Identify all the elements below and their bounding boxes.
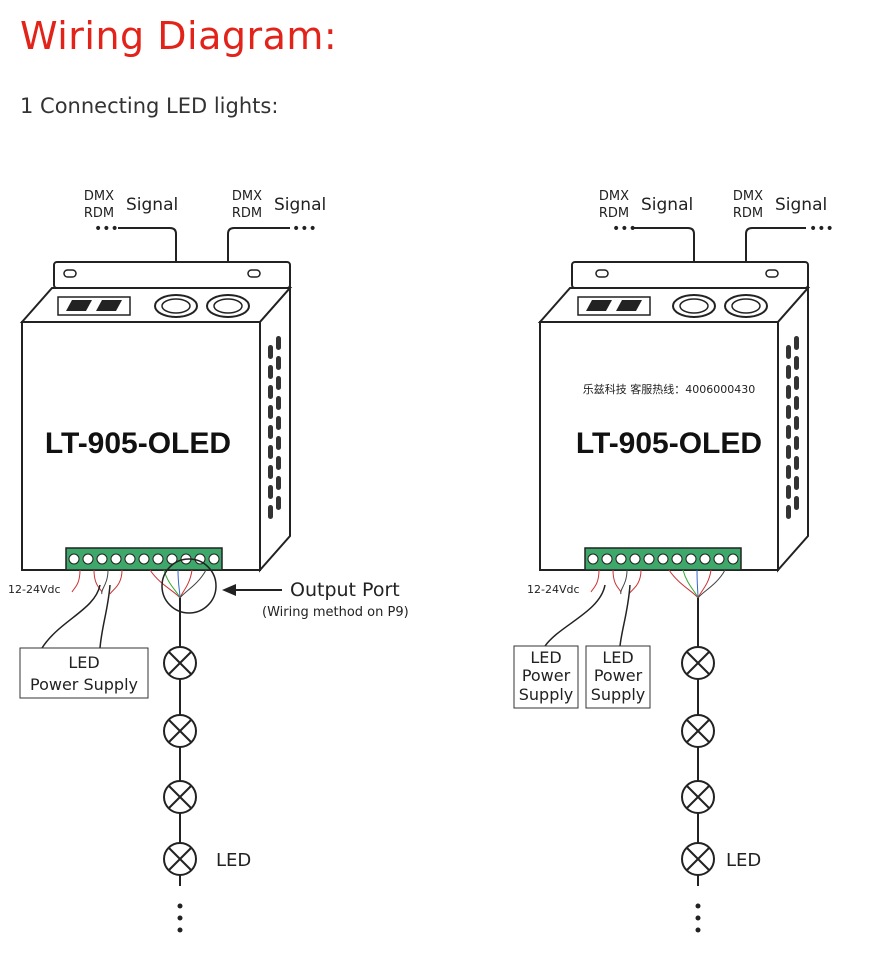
left-device-side <box>259 285 291 573</box>
left-signal-out-protocol-bottom: RDM <box>232 206 262 221</box>
left-signal-in-protocol-top: DMX <box>84 189 114 204</box>
left-signal-in-cable <box>118 227 177 300</box>
left-signal-in-protocol-bottom: RDM <box>84 206 114 221</box>
right-mount-hole <box>595 269 609 278</box>
right-signal-in-dots: ••• <box>612 221 637 237</box>
left-model-label: LT-905-OLED <box>45 427 231 460</box>
left-output-arrow <box>222 584 236 596</box>
right-signal-in-protocol-bottom: RDM <box>599 206 629 221</box>
right-led-continuation-dots <box>695 903 701 933</box>
right-power-supply-2-line1: LED <box>602 648 633 667</box>
right-device-front <box>539 321 779 571</box>
right-power-supply-1-line1: LED <box>530 648 561 667</box>
left-power-supply-line2: Power Supply <box>30 675 138 694</box>
right-led-lamp <box>681 780 715 814</box>
right-mount-hole <box>765 269 779 278</box>
right-signal-out-protocol-bottom: RDM <box>733 206 763 221</box>
left-mount-hole <box>247 269 261 278</box>
left-led-lamp <box>163 780 197 814</box>
right-model-label: LT-905-OLED <box>576 427 762 460</box>
left-signal-in-label: Signal <box>126 195 178 215</box>
right-signal-in-cable <box>634 227 695 300</box>
right-power-supply-2-line2: Power <box>594 666 643 685</box>
left-power-supply-line1: LED <box>68 653 99 672</box>
right-signal-out-label: Signal <box>775 195 827 215</box>
left-controller-diagram: DMX RDM Signal DMX RDM Signal ••• ••• <box>8 189 409 933</box>
right-signal-in-protocol-top: DMX <box>599 189 629 204</box>
right-device-side <box>777 285 809 573</box>
right-signal-out-cable <box>745 227 806 300</box>
left-signal-in-dots: ••• <box>94 221 119 237</box>
right-power-supply-1-line2: Power <box>522 666 571 685</box>
right-led-label: LED <box>726 850 761 871</box>
right-controller-diagram: DMX RDM Signal DMX RDM Signal ••• ••• <box>513 189 834 933</box>
right-led-lamp <box>681 842 715 876</box>
section-title: 1 Connecting LED lights: <box>20 94 279 118</box>
left-led-label: LED <box>216 850 251 871</box>
left-output-highlight <box>161 558 217 614</box>
right-watermark: 乐兹科技 客服热线：4006000430 <box>583 382 755 396</box>
right-signal-out-protocol-top: DMX <box>733 189 763 204</box>
right-led-lamp <box>681 714 715 748</box>
right-voltage-label: 12-24Vdc <box>527 583 580 596</box>
left-signal-out-cable <box>227 227 290 300</box>
left-mount-plate <box>53 261 291 289</box>
left-output-note: (Wiring method on P9) <box>262 605 409 620</box>
right-power-supply-box-2 <box>585 645 651 709</box>
right-power-supply-1-line3: Supply <box>519 685 574 704</box>
page-title: Wiring Diagram: <box>20 14 338 58</box>
left-led-continuation-dots <box>177 903 183 933</box>
left-mount-hole <box>63 269 77 278</box>
left-led-lamp <box>163 842 197 876</box>
left-power-supply-box <box>19 647 149 699</box>
left-led-lamp <box>163 646 197 680</box>
left-led-lamp <box>163 714 197 748</box>
right-led-lamp <box>681 646 715 680</box>
left-signal-out-dots: ••• <box>292 221 317 237</box>
right-power-supply-2-line3: Supply <box>591 685 646 704</box>
left-device-front <box>21 321 261 571</box>
left-signal-out-protocol-top: DMX <box>232 189 262 204</box>
left-voltage-label: 12-24Vdc <box>8 583 61 596</box>
right-power-supply-box-1 <box>513 645 579 709</box>
right-signal-out-dots: ••• <box>809 221 834 237</box>
left-signal-out-label: Signal <box>274 195 326 215</box>
right-signal-in-label: Signal <box>641 195 693 215</box>
left-output-port-label: Output Port <box>290 579 400 601</box>
